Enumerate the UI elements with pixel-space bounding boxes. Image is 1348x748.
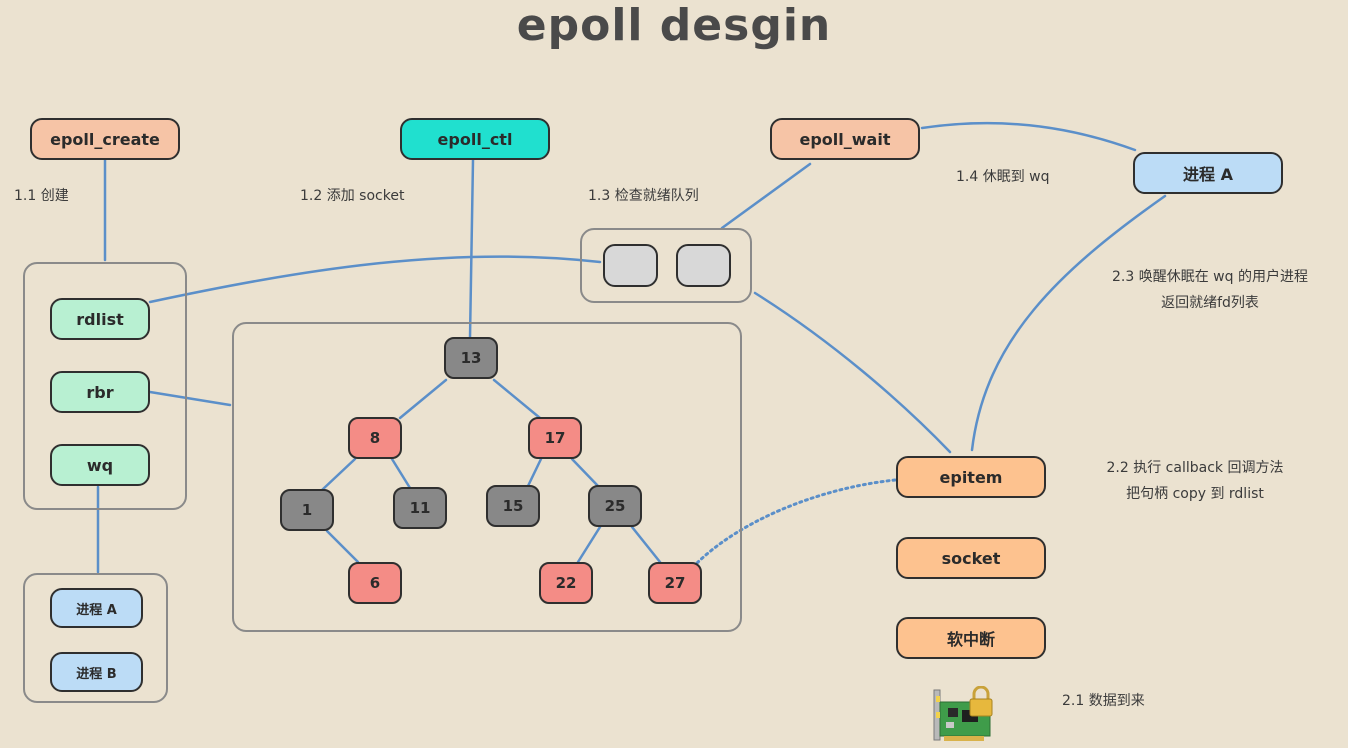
tree-node: 27 bbox=[648, 562, 702, 604]
process-epitem-connector bbox=[970, 194, 1167, 452]
tree-edge bbox=[325, 529, 360, 564]
step-2-3-line1: 2.3 唤醒休眠在 wq 的用户进程 bbox=[1112, 269, 1308, 285]
step-2-1-label: 2.1 数据到来 bbox=[1062, 693, 1145, 709]
tree-edge bbox=[576, 525, 602, 564]
tree-node: 8 bbox=[348, 417, 402, 459]
process-a-box[interactable]: 进程 A bbox=[1133, 152, 1283, 194]
wait-ready-connector bbox=[720, 162, 812, 230]
rbr-tree-connector bbox=[148, 390, 232, 407]
epoll-wait-box[interactable]: epoll_wait bbox=[770, 118, 920, 160]
step-1-4-label: 1.4 休眠到 wq bbox=[956, 169, 1050, 185]
ready-epitem-connector bbox=[753, 291, 952, 454]
epoll-create-box[interactable]: epoll_create bbox=[30, 118, 180, 160]
socket-box[interactable]: socket bbox=[896, 537, 1046, 579]
tree-edge bbox=[390, 457, 412, 490]
tree-edge bbox=[492, 378, 542, 420]
network-card-icon bbox=[933, 686, 993, 741]
step-2-3-label: 2.3 唤醒休眠在 wq 的用户进程 返回就绪fd列表 bbox=[1080, 266, 1340, 312]
tree-node: 13 bbox=[444, 337, 498, 379]
step-2-2-line2: 把句柄 copy 到 rdlist bbox=[1126, 486, 1264, 502]
rdlist-box[interactable]: rdlist bbox=[50, 298, 150, 340]
tree-node: 22 bbox=[539, 562, 593, 604]
callback-dotted-link bbox=[693, 478, 897, 567]
rbr-box[interactable]: rbr bbox=[50, 371, 150, 413]
wait-process-b[interactable]: 进程 B bbox=[50, 652, 143, 692]
tree-node: 11 bbox=[393, 487, 447, 529]
epoll-ctl-box[interactable]: epoll_ctl bbox=[400, 118, 550, 160]
step-1-3-label: 1.3 检查就绪队列 bbox=[588, 188, 699, 204]
step-1-1-label: 1.1 创建 bbox=[14, 188, 69, 204]
rdlist-ready-connector bbox=[148, 255, 602, 304]
step-2-3-line2: 返回就绪fd列表 bbox=[1161, 295, 1259, 311]
step-2-2-line1: 2.2 执行 callback 回调方法 bbox=[1106, 460, 1284, 476]
step-2-2-label: 2.2 执行 callback 回调方法 把句柄 copy 到 rdlist bbox=[1070, 457, 1320, 503]
eventpoll-container bbox=[23, 262, 187, 510]
ready-queue-slot bbox=[676, 244, 731, 287]
tree-node: 17 bbox=[528, 417, 582, 459]
epitem-box[interactable]: epitem bbox=[896, 456, 1046, 498]
tree-node: 6 bbox=[348, 562, 402, 604]
tree-node: 25 bbox=[588, 485, 642, 527]
wait-queue-container bbox=[23, 573, 168, 703]
page-title: epoll desgin bbox=[516, 0, 832, 51]
wq-box[interactable]: wq bbox=[50, 444, 150, 486]
wait-process-connector bbox=[920, 121, 1137, 152]
tree-edge bbox=[570, 457, 600, 488]
tree-node: 15 bbox=[486, 485, 540, 527]
tree-edge bbox=[320, 457, 357, 492]
ctl-connector bbox=[468, 158, 475, 340]
ready-queue-container bbox=[580, 228, 752, 303]
tree-node: 1 bbox=[280, 489, 334, 531]
wait-process-a[interactable]: 进程 A bbox=[50, 588, 143, 628]
step-1-2-label: 1.2 添加 socket bbox=[300, 188, 405, 204]
tree-edge bbox=[398, 378, 448, 420]
ready-queue-slot bbox=[603, 244, 658, 287]
tree-edge bbox=[526, 457, 543, 488]
softirq-box[interactable]: 软中断 bbox=[896, 617, 1046, 659]
rbtree-container bbox=[232, 322, 742, 632]
tree-edge bbox=[630, 525, 662, 564]
